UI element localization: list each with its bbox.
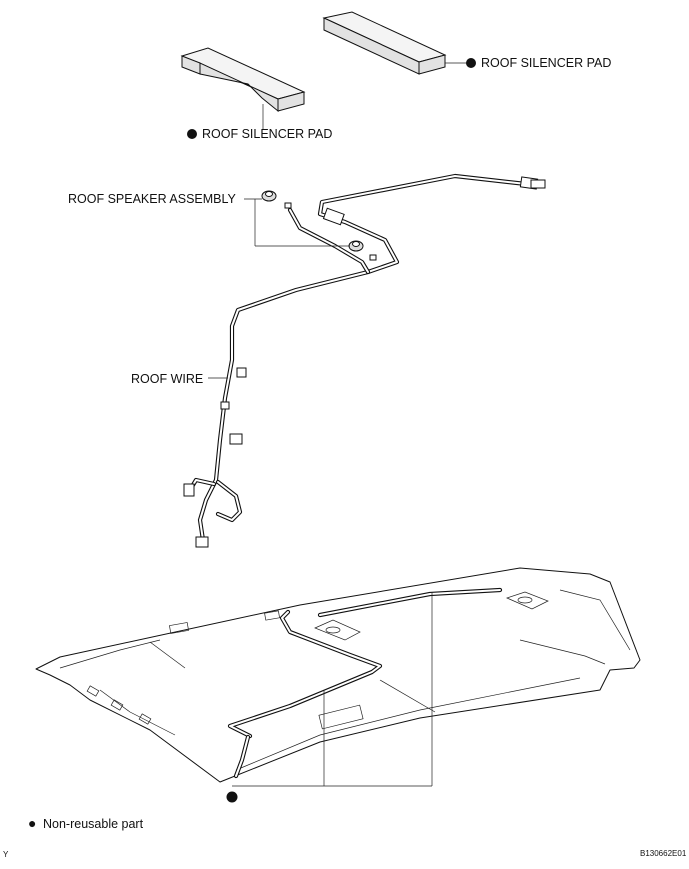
wire-connectors (183, 176, 546, 548)
headliner-nonreusable-dot (226, 791, 238, 803)
roof-silencer-pad-left (180, 47, 306, 113)
headliner-leader (232, 592, 433, 787)
speaker-leader (244, 198, 350, 247)
pad-right-nonreusable-dot (466, 58, 476, 68)
headliner-wire (227, 587, 503, 779)
pad-left-label: ROOF SILENCER PAD (202, 127, 332, 141)
wire-label: ROOF WIRE (131, 372, 203, 386)
roof-silencer-pad-right (322, 11, 447, 75)
legend-text: Non-reusable part (43, 817, 144, 831)
roof-speaker-2 (348, 240, 377, 261)
roof-wire-harness (187, 173, 538, 543)
roof-speaker-1 (261, 190, 292, 209)
figure-code: B130662E01 (640, 849, 687, 858)
legend-symbol: ● (28, 815, 36, 831)
pad-left-nonreusable-dot (187, 129, 197, 139)
speaker-label: ROOF SPEAKER ASSEMBLY (68, 192, 237, 206)
pad-right-label: ROOF SILENCER PAD (481, 56, 611, 70)
roof-headliner (35, 567, 641, 783)
footer-left-mark: Y (3, 850, 9, 859)
